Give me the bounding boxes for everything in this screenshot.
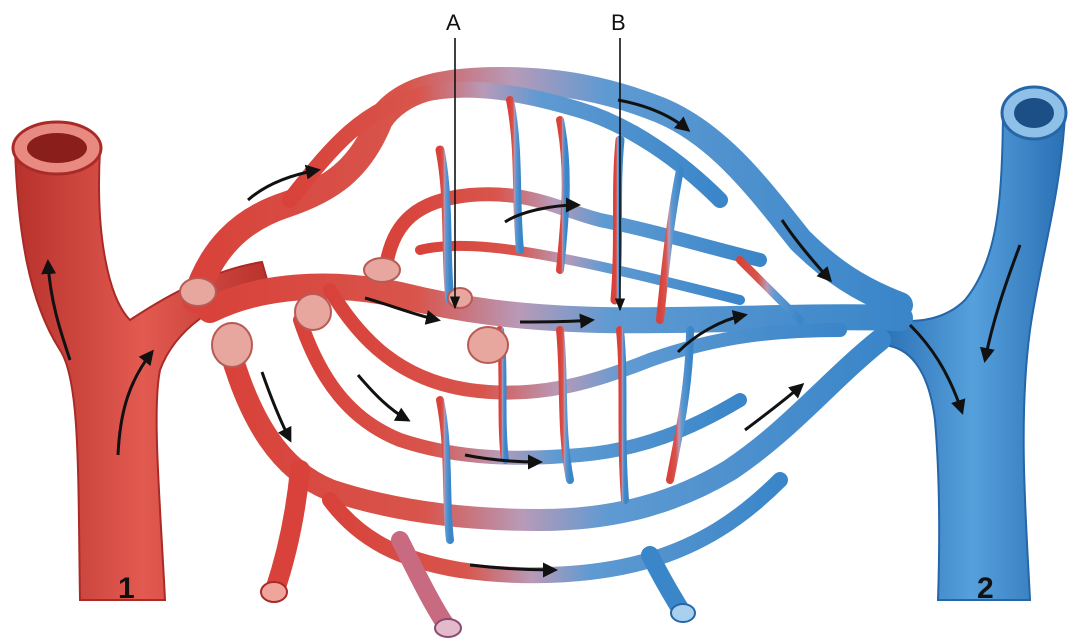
sphincter-ring [180,278,216,306]
label-1: 1 [118,572,135,606]
sphincter-ring [364,258,400,282]
sphincter-ring [295,294,331,330]
label-2: 2 [977,572,994,606]
sphincter-ring [448,288,472,308]
venule-2 [880,87,1066,600]
label-b: B [611,10,626,36]
sphincter-ring [212,323,252,367]
sphincter-ring [468,327,508,363]
label-a: A [446,10,461,36]
